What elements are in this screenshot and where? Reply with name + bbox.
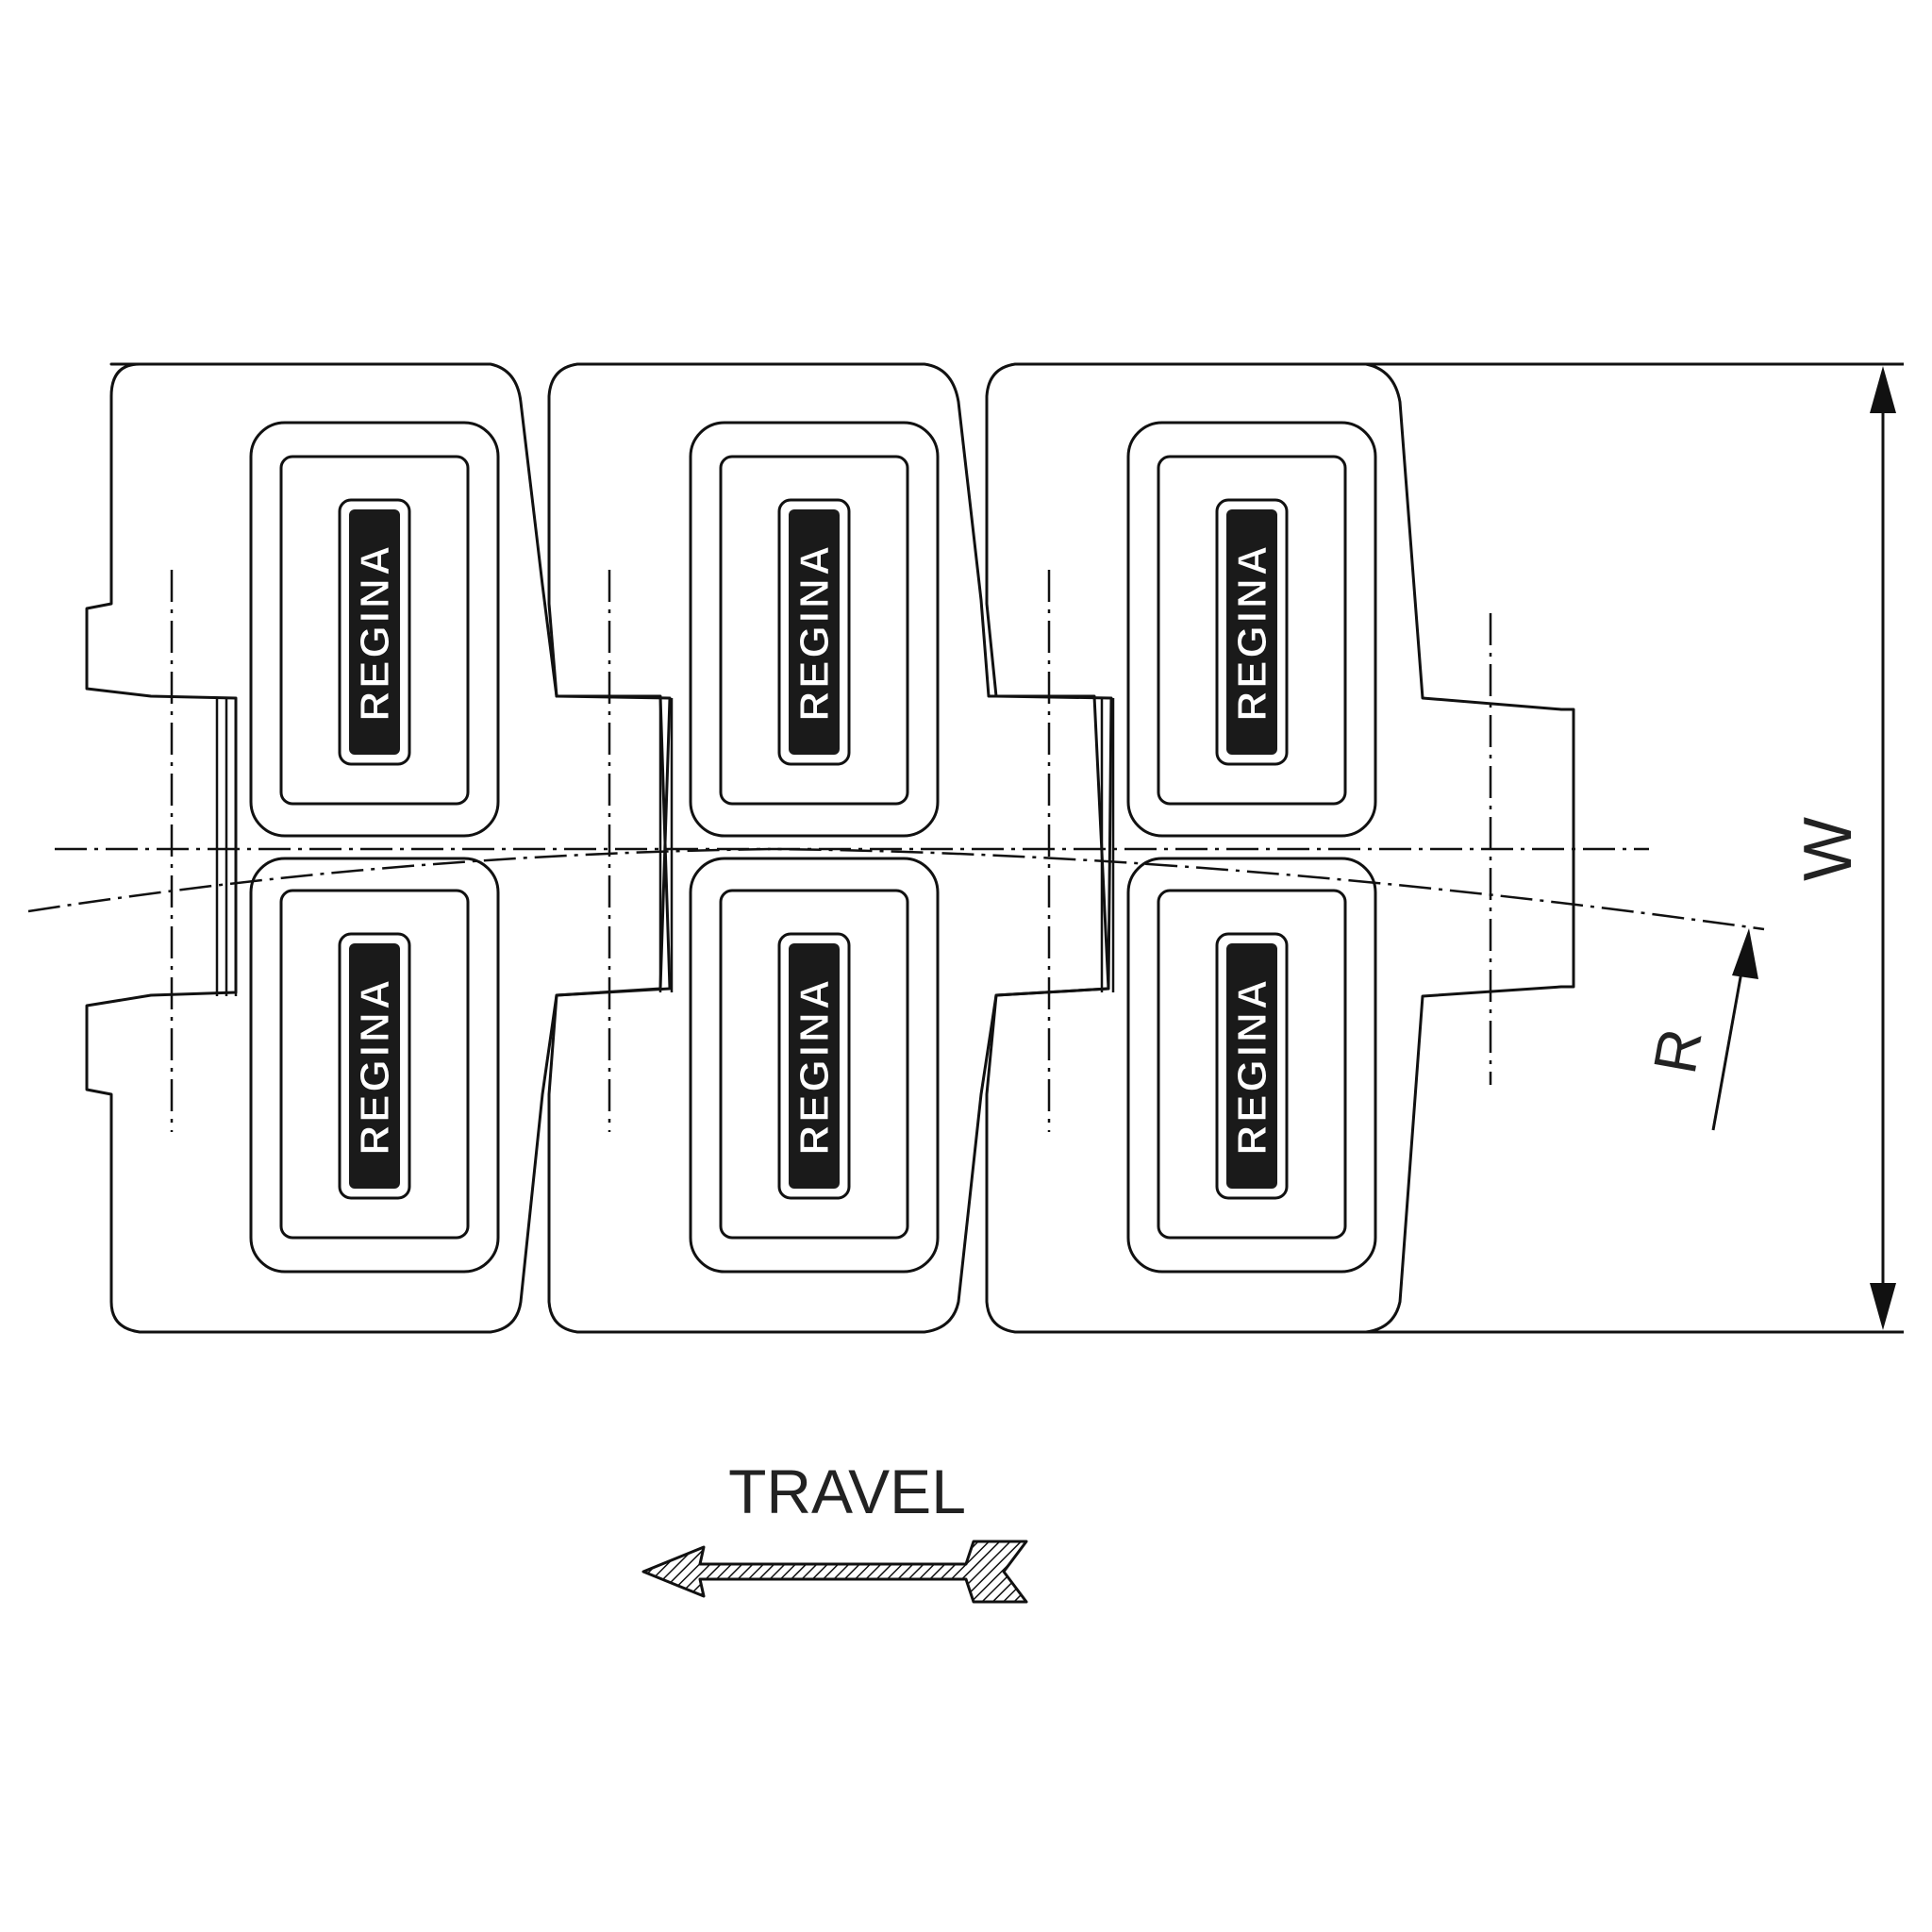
radius-dimension: R <box>1641 928 1758 1131</box>
brand-text: REGINA <box>791 542 838 721</box>
dimension-arrow-down <box>1870 1283 1896 1330</box>
brand-badge-2: REGINA <box>338 932 411 1200</box>
brand-badge-5: REGINA <box>1215 498 1289 766</box>
brand-text: REGINA <box>352 542 398 721</box>
brand-text: REGINA <box>791 976 838 1155</box>
brand-badge-4: REGINA <box>777 932 851 1200</box>
radius-label: R <box>1641 1024 1715 1078</box>
brand-text: REGINA <box>352 976 398 1155</box>
travel-indicator: TRAVEL <box>641 1457 1028 1604</box>
dimension-arrow-up <box>1870 366 1896 413</box>
belt-module-1 <box>85 362 672 1334</box>
brand-badge-1: REGINA <box>338 498 411 766</box>
travel-arrow-icon <box>641 1540 1028 1604</box>
width-dimension: W <box>1366 362 1904 1334</box>
brand-text: REGINA <box>1229 976 1275 1155</box>
radius-arrow <box>1732 928 1758 979</box>
brand-text: REGINA <box>1229 542 1275 721</box>
belt-module-2 <box>547 362 1110 1334</box>
center-lines <box>27 570 1765 1132</box>
brand-badge-3: REGINA <box>777 498 851 766</box>
brand-badge-6: REGINA <box>1215 932 1289 1200</box>
travel-label: TRAVEL <box>728 1457 966 1526</box>
width-label: W <box>1790 817 1866 881</box>
